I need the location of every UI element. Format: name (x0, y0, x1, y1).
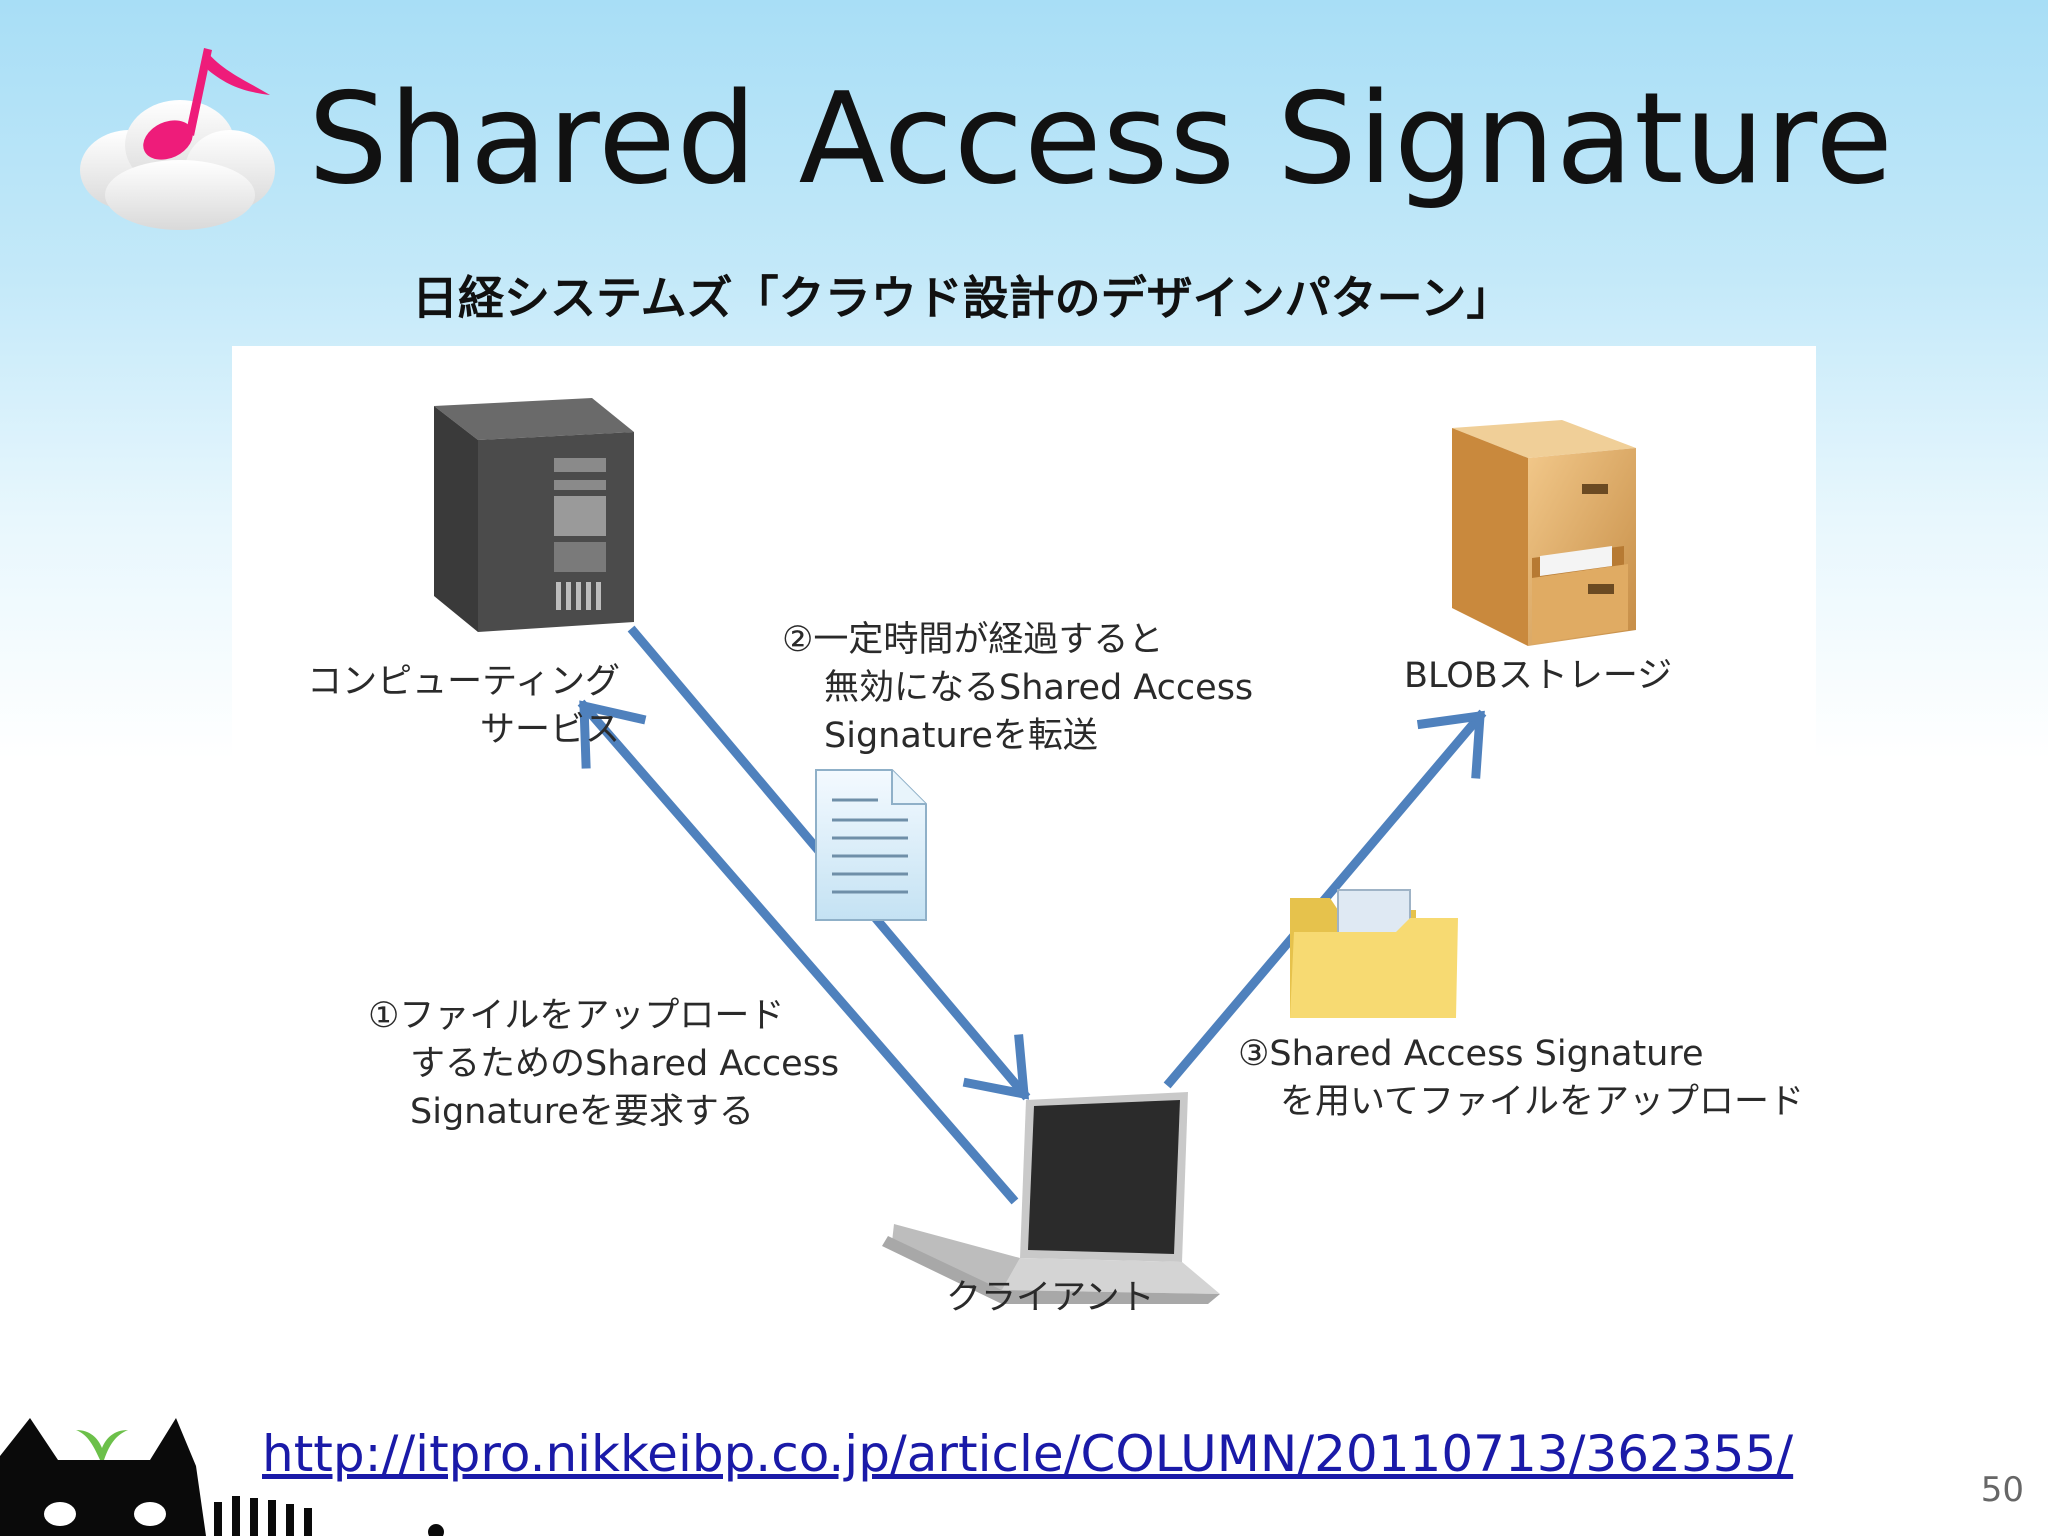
diagram-graphics (434, 398, 1636, 1304)
server-icon (434, 398, 634, 632)
step2-label: ②一定時間が経過すると 無効になるShared Access Signature… (782, 620, 1254, 756)
laptop-icon (882, 1092, 1220, 1304)
arrowhead-step2 (962, 1034, 1030, 1100)
arrow-step1 (577, 699, 1019, 1205)
blob-storage-label: BLOBストレージ (1404, 656, 1673, 696)
source-link[interactable]: http://itpro.nikkeibp.co.jp/article/COLU… (262, 1425, 1794, 1483)
sas-flow-diagram: コンピューティング サービス ②一定時間が経過すると 無効になるShared A… (232, 346, 1816, 1346)
slide-subtitle: 日経システムズ「クラウド設計のデザインパターン」 (412, 271, 1513, 325)
step1-label: ①ファイルをアップロード するためのShared Access Signatur… (368, 996, 840, 1132)
folder-icon (1290, 889, 1458, 1018)
compute-service-label: コンピューティング サービス (307, 662, 620, 750)
arrowhead-step1 (579, 700, 647, 769)
black-cat-icon (0, 1418, 444, 1536)
document-icon (815, 769, 927, 921)
page-number: 50 (1980, 1470, 2024, 1510)
arrowhead-step3 (1416, 710, 1485, 779)
step3-label: ③Shared Access Signature を用いてファイルをアップロード (1238, 1034, 1804, 1122)
file-cabinet-icon (1452, 420, 1636, 646)
music-note-cloud-icon (80, 48, 275, 230)
slide-title: Shared Access Signature (308, 65, 1894, 212)
client-label: クライアント (946, 1278, 1155, 1318)
